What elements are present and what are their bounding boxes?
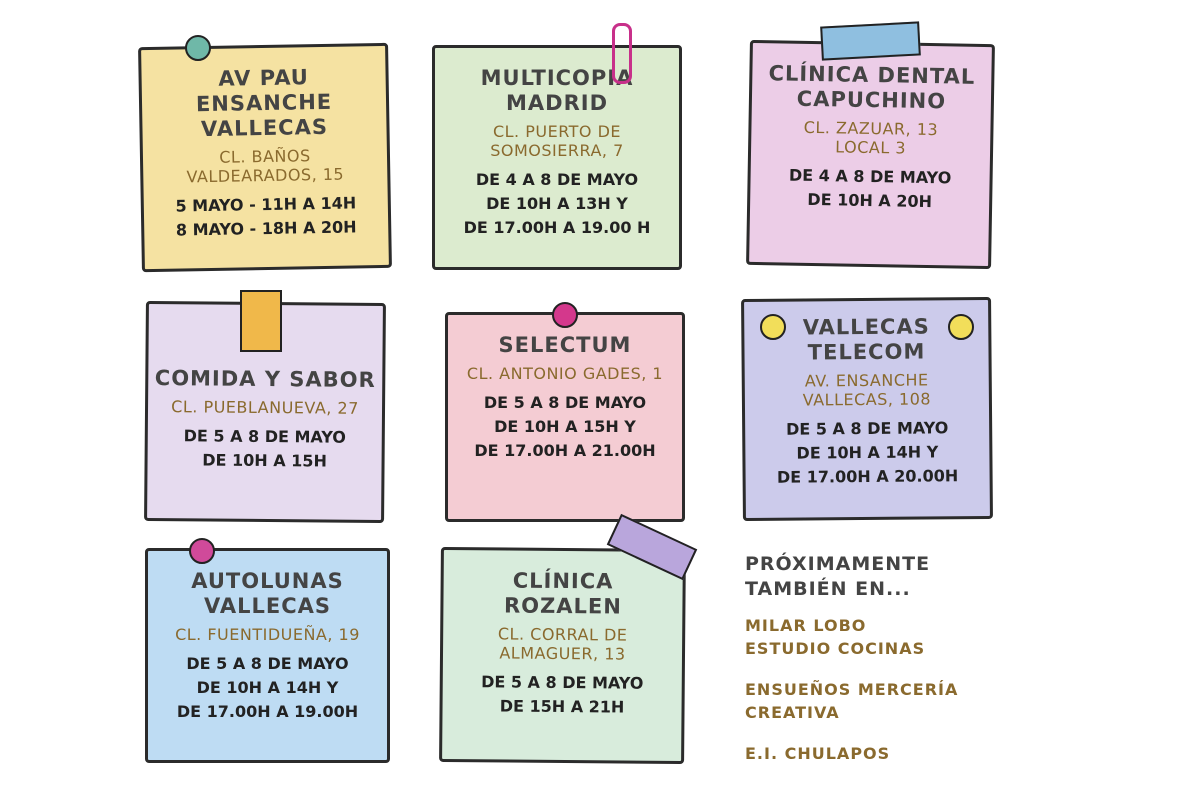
sticky-note: SELECTUM CL. ANTONIO GADES, 1 DE 5 A 8 DE … xyxy=(445,312,685,522)
note-title: COMIDA Y SABOR xyxy=(154,366,376,392)
coming-soon-item: E.I. CHULAPOS xyxy=(745,744,891,763)
note-address: CL. PUEBLANUEVA, 27 xyxy=(171,397,359,418)
paperclip-icon xyxy=(612,23,632,84)
tape-icon xyxy=(240,290,282,352)
note-title: SELECTUM xyxy=(498,333,632,357)
tape-icon xyxy=(819,21,921,61)
note-address: CL. FUENTIDUEÑA, 19 xyxy=(175,625,360,644)
pushpin-icon xyxy=(185,35,211,61)
pin-icon xyxy=(760,314,786,340)
pushpin-icon xyxy=(189,538,216,564)
pin-icon xyxy=(948,314,974,340)
pin-icon xyxy=(552,302,578,328)
note-address: CL. ANTONIO GADES, 1 xyxy=(466,364,664,383)
